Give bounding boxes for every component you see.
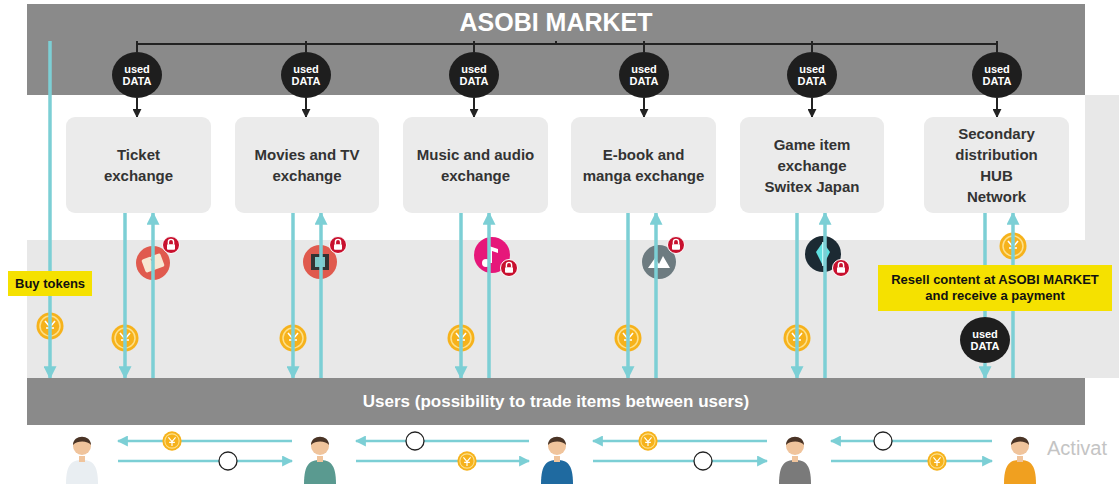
watermark-text: Activat <box>1047 437 1107 460</box>
data-circle: used DATA <box>787 52 837 98</box>
node-text: used DATA <box>624 63 664 87</box>
node-text: Users (possibility to trade items betwee… <box>363 392 749 412</box>
connector <box>319 213 323 378</box>
connector <box>123 213 127 378</box>
connector <box>811 98 813 117</box>
connector <box>643 98 645 117</box>
node-text: used DATA <box>965 328 1005 352</box>
connector <box>643 41 645 52</box>
data-circle: used DATA <box>449 52 499 98</box>
connector <box>305 98 307 117</box>
connector <box>996 41 998 52</box>
connector <box>487 213 491 378</box>
node-text: E-book and manga exchange <box>581 144 706 186</box>
connector <box>136 98 138 117</box>
connector <box>473 41 475 52</box>
connector <box>305 41 307 52</box>
connector <box>136 41 138 52</box>
data-circle: used DATA <box>112 52 162 98</box>
connector <box>996 98 998 117</box>
connector <box>823 213 827 378</box>
connector <box>795 213 799 378</box>
node-text: used DATA <box>977 63 1017 87</box>
connector <box>48 41 52 378</box>
connector <box>811 41 813 52</box>
exchange-box: Music and audio exchange <box>403 117 548 213</box>
connector <box>983 363 987 378</box>
connector <box>151 213 155 378</box>
title-band: ASOBI MARKET <box>27 4 1085 41</box>
node-text: Music and audio exchange <box>407 144 544 186</box>
node-text: ASOBI MARKET <box>459 8 652 37</box>
node-text: Secondary distribution HUB Network <box>951 123 1043 207</box>
node-text: Game item exchange Switex Japan <box>762 134 862 197</box>
exchange-box: Ticket exchange <box>66 117 211 213</box>
exchange-box: Movies and TV exchange <box>235 117 379 213</box>
users-band: Users (possibility to trade items betwee… <box>27 378 1085 425</box>
data-circle: used DATA <box>972 52 1022 98</box>
edge-label: Buy tokens <box>8 271 92 296</box>
connector <box>459 213 463 378</box>
node-text: Movies and TV exchange <box>245 144 370 186</box>
node-text: Resell content at ASOBI MARKET and recei… <box>882 272 1108 304</box>
data-circle: used DATA <box>281 52 331 98</box>
connector <box>291 213 295 378</box>
data-circle: used DATA <box>619 52 669 98</box>
data-circle: used DATA <box>960 317 1010 363</box>
node-text: Ticket exchange <box>89 144 189 186</box>
connector <box>626 213 630 378</box>
node-text: used DATA <box>117 63 157 87</box>
node-text: used DATA <box>792 63 832 87</box>
node-text: used DATA <box>286 63 326 87</box>
node-text: used DATA <box>454 63 494 87</box>
exchange-box: E-book and manga exchange <box>571 117 716 213</box>
exchange-box: Secondary distribution HUB Network <box>924 117 1069 213</box>
connector <box>473 98 475 117</box>
callout-box: Resell content at ASOBI MARKET and recei… <box>878 265 1112 311</box>
connector <box>654 213 658 378</box>
exchange-box: Game item exchange Switex Japan <box>740 117 884 213</box>
